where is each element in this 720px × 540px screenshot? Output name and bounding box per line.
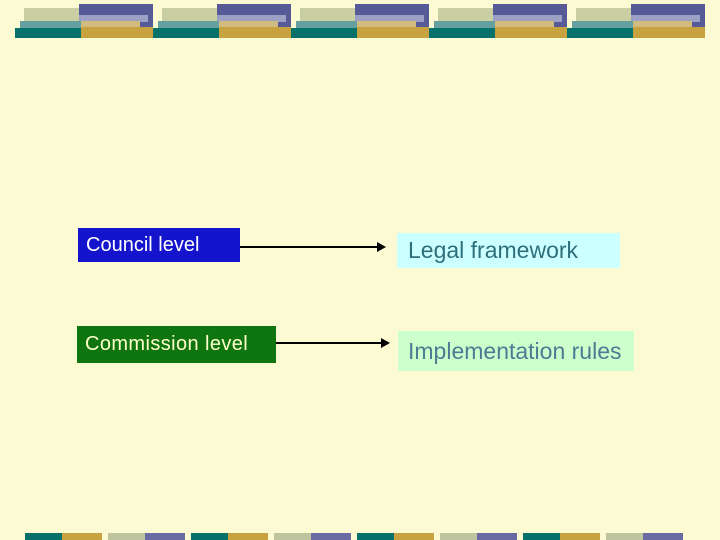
decor-rect-dark-teal xyxy=(291,28,357,38)
decor-rect-light-teal xyxy=(572,21,633,28)
source-box-commission: Commission level xyxy=(77,326,276,363)
bottom-strip-segment xyxy=(191,533,228,540)
decor-rect-gold xyxy=(79,27,153,38)
top-bar-group xyxy=(567,2,705,38)
decor-rect-light-purple xyxy=(631,15,700,22)
decor-rect-gold xyxy=(217,27,291,38)
top-bar-group xyxy=(291,2,429,38)
decor-rect-light-purple xyxy=(493,15,562,22)
target-box-implementation-rules: Implementation rules xyxy=(398,331,634,371)
source-box-council: Council level xyxy=(78,228,240,262)
bottom-strip-segment xyxy=(228,533,268,540)
top-bar-group xyxy=(15,2,153,38)
decor-rect-sage xyxy=(300,8,358,22)
decor-rect-light-purple xyxy=(79,15,148,22)
source-box-label: Commission level xyxy=(85,333,249,355)
decor-rect-sage xyxy=(162,8,220,22)
decor-rect-tan xyxy=(217,21,278,27)
source-box-label: Council level xyxy=(86,233,200,256)
decor-rect-gold xyxy=(355,27,429,38)
bottom-strip-segment xyxy=(25,533,62,540)
target-box-legal-framework: Legal framework xyxy=(397,233,620,268)
bottom-strip-segment xyxy=(274,533,311,540)
decor-rect-dark-teal xyxy=(15,28,81,38)
bottom-strip-segment xyxy=(440,533,477,540)
bottom-strip-segment xyxy=(62,533,102,540)
connector-arrowhead-icon xyxy=(377,242,386,252)
decor-rect-tan xyxy=(355,21,416,27)
bottom-strip-segment xyxy=(394,533,434,540)
decor-rect-sage xyxy=(24,8,82,22)
target-box-label: Legal framework xyxy=(408,237,579,263)
decor-rect-dark-teal xyxy=(567,28,633,38)
bottom-strip-segment xyxy=(357,533,394,540)
decor-rect-dark-teal xyxy=(153,28,219,38)
decor-rect-sage xyxy=(576,8,634,22)
decor-rect-light-teal xyxy=(158,21,219,28)
connector-arrow-line xyxy=(240,246,378,248)
decor-rect-gold xyxy=(493,27,567,38)
decor-rect-tan xyxy=(493,21,554,27)
decor-rect-tan xyxy=(79,21,140,27)
bottom-strip-segment xyxy=(108,533,145,540)
bottom-strip-segment xyxy=(477,533,517,540)
target-box-label: Implementation rules xyxy=(408,337,622,364)
decor-rect-light-purple xyxy=(355,15,424,22)
decor-rect-gold xyxy=(631,27,705,38)
decor-rect-tan xyxy=(631,21,692,27)
decor-rect-light-teal xyxy=(434,21,495,28)
top-bar-group xyxy=(429,2,567,38)
connector-arrowhead-icon xyxy=(381,338,390,348)
decor-rect-light-purple xyxy=(217,15,286,22)
bottom-strip-segment xyxy=(311,533,351,540)
bottom-strip-segment xyxy=(145,533,185,540)
top-bar-group xyxy=(153,2,291,38)
bottom-strip-segment xyxy=(606,533,643,540)
decor-rect-dark-teal xyxy=(429,28,495,38)
bottom-strip-segment xyxy=(523,533,560,540)
decor-rect-light-teal xyxy=(20,21,81,28)
bottom-strip-segment xyxy=(560,533,600,540)
decor-rect-sage xyxy=(438,8,496,22)
connector-arrow-line xyxy=(276,342,381,344)
decor-rect-light-teal xyxy=(296,21,357,28)
bottom-strip-segment xyxy=(643,533,683,540)
